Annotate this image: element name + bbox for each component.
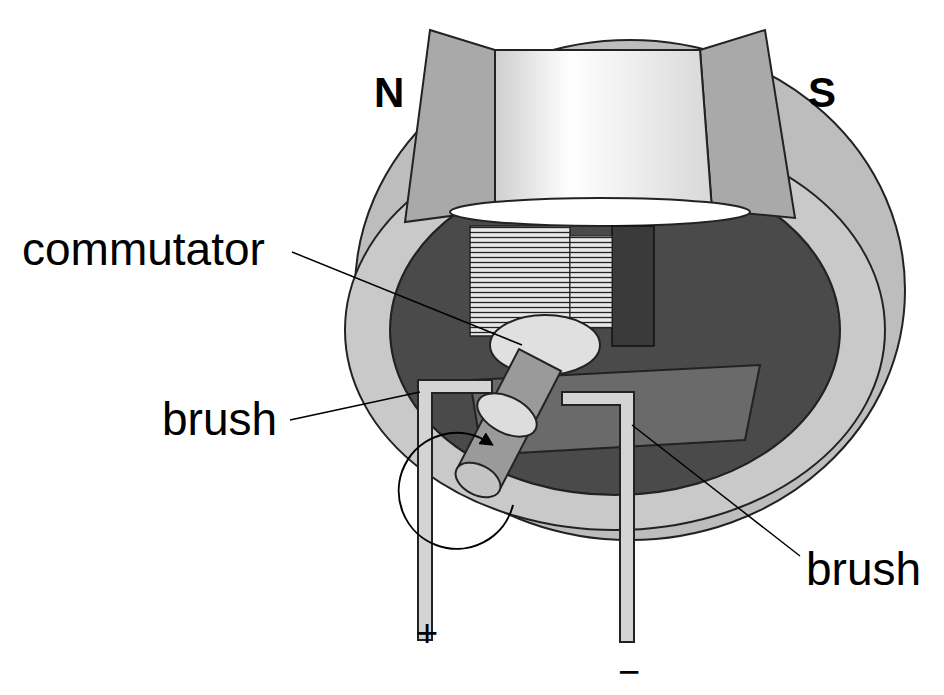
part-label: brush (162, 396, 277, 442)
armature-coil (570, 236, 612, 328)
rotation-arrow (399, 433, 513, 549)
south-pole-piece (700, 30, 795, 218)
leader-line (290, 392, 420, 420)
terminal-sign: + (416, 614, 438, 652)
part-label: commutator (22, 226, 265, 272)
brush-right (562, 392, 634, 642)
brush-left (418, 380, 492, 640)
pole-label: S (808, 72, 836, 114)
armature-core (612, 226, 654, 346)
part-label: brush (806, 546, 921, 592)
north-pole-piece (405, 30, 495, 222)
terminal-sign: − (618, 653, 640, 691)
magnet-top (495, 50, 712, 210)
pole-label: N (374, 72, 404, 114)
leader-line (632, 425, 800, 556)
leader-line (292, 252, 522, 345)
shaft-end (450, 456, 506, 505)
pole-face (450, 198, 750, 226)
